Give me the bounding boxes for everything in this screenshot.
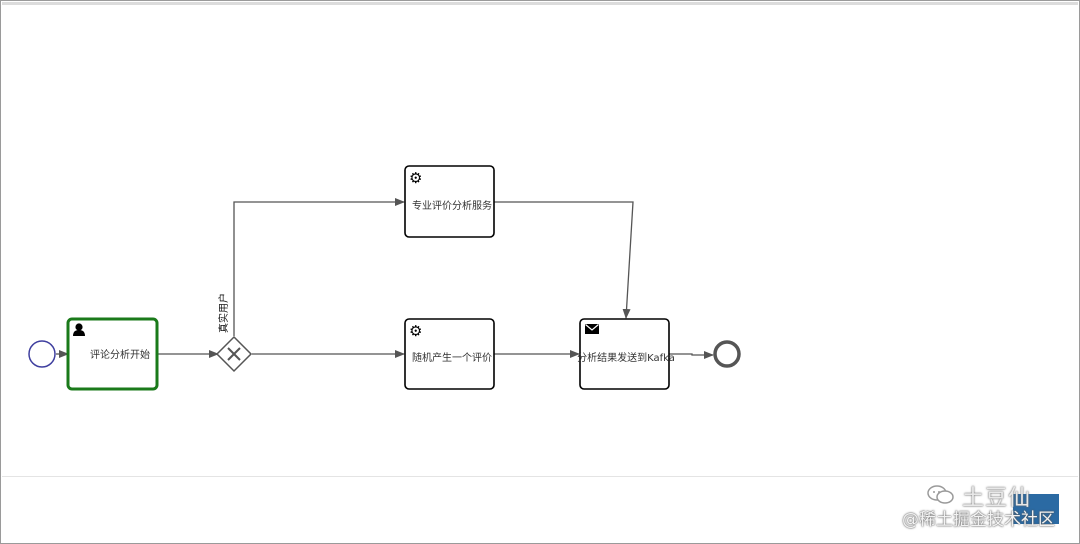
task-label: 专业评价分析服务	[412, 199, 492, 212]
envelope-icon	[585, 324, 599, 334]
end-event[interactable]	[713, 340, 741, 368]
x-icon	[227, 347, 241, 361]
flow-professional-to-send[interactable]	[494, 201, 634, 319]
task-professional-service[interactable]: ⚙ 专业评价分析服务	[404, 165, 495, 238]
flow-gateway-to-professional[interactable]	[233, 198, 405, 336]
gear-icon: ⚙	[409, 322, 422, 340]
task-label: 评论分析开始	[90, 348, 150, 361]
exclusive-gateway[interactable]	[215, 335, 253, 373]
gateway-branch-label: 真实用户	[217, 293, 230, 333]
sequence-flows	[56, 198, 714, 359]
task-label: 分析结果发送到Kafka	[577, 351, 675, 364]
canvas-divider	[2, 476, 1078, 477]
corner-blue-block	[1013, 494, 1059, 524]
flow-send-to-end[interactable]	[669, 351, 714, 359]
gear-icon: ⚙	[409, 169, 422, 187]
task-send-kafka[interactable]: 分析结果发送到Kafka	[577, 318, 675, 390]
task-random-review[interactable]: ⚙ 随机产生一个评价	[404, 318, 495, 390]
top-toolbar-strip	[2, 2, 1078, 5]
watermark-title: 土豆仙	[962, 486, 1032, 511]
user-icon	[73, 323, 85, 336]
task-label: 随机产生一个评价	[412, 351, 492, 364]
watermark-subtitle: @稀土掘金技术社区	[902, 510, 1055, 530]
task-comment-start[interactable]: 评论分析开始	[66, 317, 159, 391]
wechat-icon	[927, 485, 954, 504]
start-event[interactable]	[28, 340, 56, 368]
